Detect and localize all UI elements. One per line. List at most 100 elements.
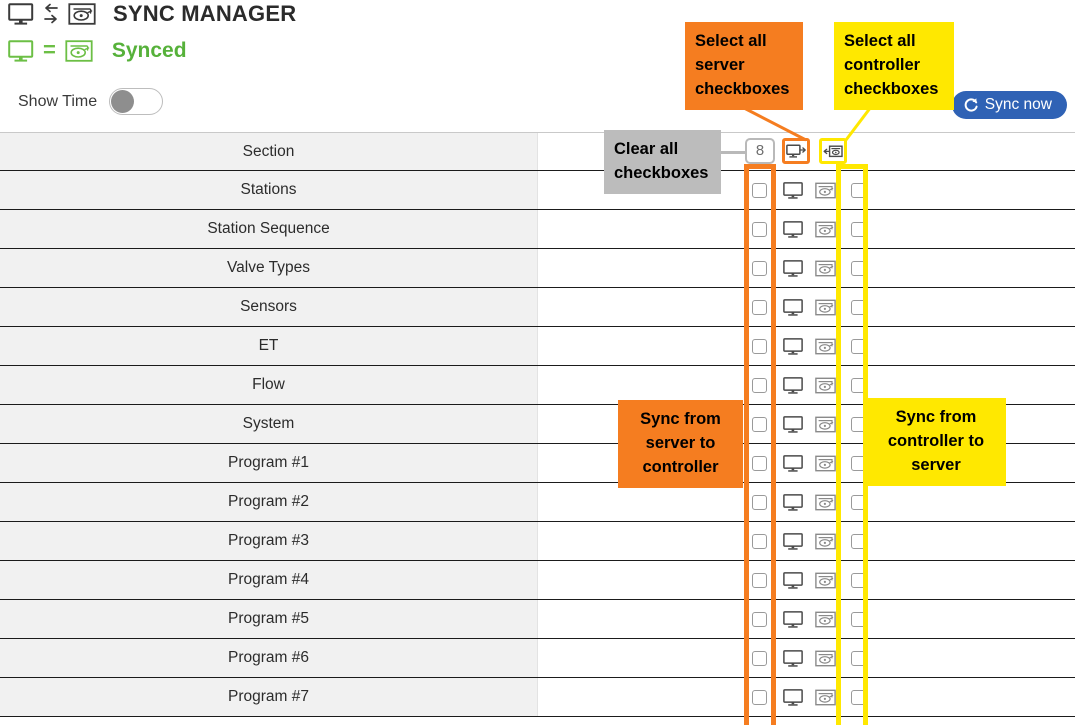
bulk-actions-toolbar: 8 [745, 138, 847, 164]
server-checkbox[interactable] [752, 650, 767, 666]
controller-checkbox[interactable] [851, 533, 866, 549]
controller-checkbox[interactable] [851, 377, 866, 393]
controller-icon [815, 416, 836, 433]
server-checkbox[interactable] [752, 689, 767, 705]
row-label: Program #1 [0, 444, 538, 482]
callout-sync-controller-to-server: Sync from controller to server [866, 398, 1006, 486]
callout-clear-all-checkboxes: Clear all checkboxes [604, 130, 721, 194]
server-checkbox[interactable] [752, 338, 767, 354]
table-row: Station Sequence [0, 210, 1075, 249]
monitor-icon [782, 532, 803, 550]
controller-checkbox[interactable] [851, 494, 866, 510]
row-spacer [538, 522, 743, 560]
refresh-icon [963, 97, 979, 113]
controller-icon [815, 338, 836, 355]
table-header-row: Section [0, 132, 1075, 171]
controller-icon [815, 572, 836, 589]
table-row: Program #7 [0, 678, 1075, 717]
monitor-icon [782, 220, 803, 238]
table-row: Program #2 [0, 483, 1075, 522]
show-time-toggle[interactable] [109, 88, 164, 115]
row-controls-cell [743, 210, 878, 248]
server-checkbox[interactable] [752, 572, 767, 588]
header-right-spacer [878, 133, 1075, 170]
callout-select-all-server: Select all server checkboxes [685, 22, 803, 110]
table-row: Sensors [0, 288, 1075, 327]
server-checkbox[interactable] [752, 377, 767, 393]
monitor-icon [782, 376, 803, 394]
server-checkbox[interactable] [752, 221, 767, 237]
controller-checkbox[interactable] [851, 611, 866, 627]
row-label: Program #2 [0, 483, 538, 521]
sync-status-text: Synced [111, 39, 187, 62]
bidirectional-arrows-icon [43, 3, 59, 25]
monitor-icon [782, 259, 803, 277]
row-label: Program #6 [0, 639, 538, 677]
server-checkbox[interactable] [752, 455, 767, 471]
server-checkbox[interactable] [752, 260, 767, 276]
server-checkbox[interactable] [752, 533, 767, 549]
row-right-spacer [878, 249, 1075, 287]
server-checkbox[interactable] [752, 416, 767, 432]
controller-icon [815, 377, 836, 394]
monitor-icon [8, 40, 34, 62]
controller-checkbox[interactable] [851, 299, 866, 315]
controller-checkbox[interactable] [851, 416, 866, 432]
controller-icon [815, 260, 836, 277]
controller-checkbox[interactable] [851, 689, 866, 705]
row-spacer [538, 600, 743, 638]
row-controls-cell [743, 678, 878, 716]
row-right-spacer [878, 600, 1075, 638]
table-row: Program #5 [0, 600, 1075, 639]
monitor-icon [782, 181, 803, 199]
row-right-spacer [878, 561, 1075, 599]
controller-checkbox[interactable] [851, 182, 866, 198]
server-checkbox[interactable] [752, 494, 767, 510]
row-right-spacer [878, 327, 1075, 365]
clear-all-checkboxes-button[interactable]: 8 [745, 138, 775, 164]
row-label: Stations [0, 171, 538, 209]
controller-icon [815, 182, 836, 199]
sync-now-button[interactable]: Sync now [951, 91, 1067, 119]
monitor-icon [8, 3, 34, 25]
row-controls-cell [743, 483, 878, 521]
controller-checkbox[interactable] [851, 572, 866, 588]
page-title-row: SYNC MANAGER [8, 0, 296, 28]
row-controls-cell [743, 249, 878, 287]
server-checkbox[interactable] [752, 299, 767, 315]
row-controls-cell [743, 522, 878, 560]
controller-checkbox[interactable] [851, 221, 866, 237]
controller-icon [815, 494, 836, 511]
select-all-controller-button[interactable] [819, 138, 847, 164]
row-spacer [538, 639, 743, 677]
row-controls-cell [743, 405, 878, 443]
server-checkbox[interactable] [752, 611, 767, 627]
sync-now-label: Sync now [984, 96, 1052, 113]
row-controls-cell [743, 561, 878, 599]
monitor-icon [782, 337, 803, 355]
row-controls-cell [743, 600, 878, 638]
controller-icon [815, 221, 836, 238]
row-right-spacer [878, 639, 1075, 677]
table-row: Flow [0, 366, 1075, 405]
callout-select-all-controller: Select all controller checkboxes [834, 22, 954, 110]
row-spacer [538, 288, 743, 326]
controller-checkbox[interactable] [851, 455, 866, 471]
controller-checkbox[interactable] [851, 338, 866, 354]
table-row: Program #6 [0, 639, 1075, 678]
server-checkbox[interactable] [752, 182, 767, 198]
row-label: System [0, 405, 538, 443]
table-row: ET [0, 327, 1075, 366]
arrow-left-controller-icon [823, 144, 843, 159]
monitor-icon [782, 571, 803, 589]
row-spacer [538, 249, 743, 287]
row-label: Program #4 [0, 561, 538, 599]
controller-checkbox[interactable] [851, 260, 866, 276]
controller-checkbox[interactable] [851, 650, 866, 666]
show-time-row: Show Time [18, 88, 164, 115]
controller-icon [815, 533, 836, 550]
select-all-server-button[interactable] [782, 138, 810, 164]
row-label: ET [0, 327, 538, 365]
row-label: Program #3 [0, 522, 538, 560]
